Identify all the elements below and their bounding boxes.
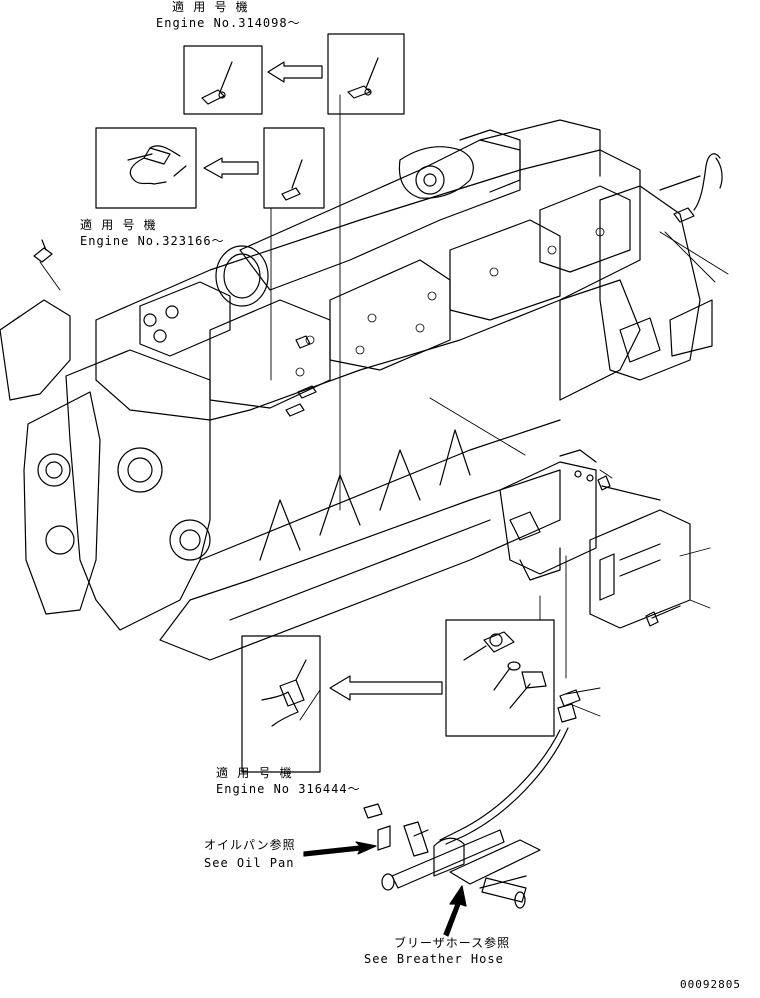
applicable-engine-label-top-jp: 適 用 号 機 [172, 0, 249, 14]
applicable-engine-label-mid-en: Engine No.323166～ [80, 234, 225, 248]
engine-block [0, 119, 713, 661]
inset-box-old-sensor [183, 45, 263, 115]
inset-box-harness-sensor [95, 127, 197, 209]
arrow-see-oil-pan [303, 841, 377, 857]
see-breather-hose-label-jp: ブリーザホース参照 [394, 936, 511, 950]
inset-box-new-sensor [327, 33, 405, 115]
inset-box-connector [241, 635, 321, 773]
leader-lines [0, 94, 729, 737]
applicable-engine-label-bottom-en: Engine No 316444～ [216, 782, 361, 796]
arrow-replacement-top [267, 61, 323, 83]
arrow-see-breather-hose [443, 885, 467, 937]
applicable-engine-label-mid-jp: 適 用 号 機 [80, 218, 157, 232]
see-breather-hose-label-en: See Breather Hose [364, 952, 504, 966]
applicable-engine-label-top-en: Engine No.314098～ [156, 16, 301, 30]
temperature-sensor-left [33, 239, 53, 263]
inset-box-small-sensor [263, 127, 325, 209]
engine-controller-assembly [499, 449, 691, 629]
applicable-engine-label-bottom-jp: 適 用 号 機 [216, 766, 293, 780]
oil-tube-assembly [363, 689, 581, 909]
arrow-replacement-bottom [329, 675, 443, 701]
drawing-number: 00092805 [680, 978, 741, 991]
see-oil-pan-label-jp: オイルパン参照 [204, 838, 296, 852]
rear-sensor-harness [659, 153, 723, 223]
see-oil-pan-label-en: See Oil Pan [204, 856, 295, 870]
arrow-replacement-mid [203, 157, 259, 179]
inset-box-oil-switch [445, 619, 555, 737]
